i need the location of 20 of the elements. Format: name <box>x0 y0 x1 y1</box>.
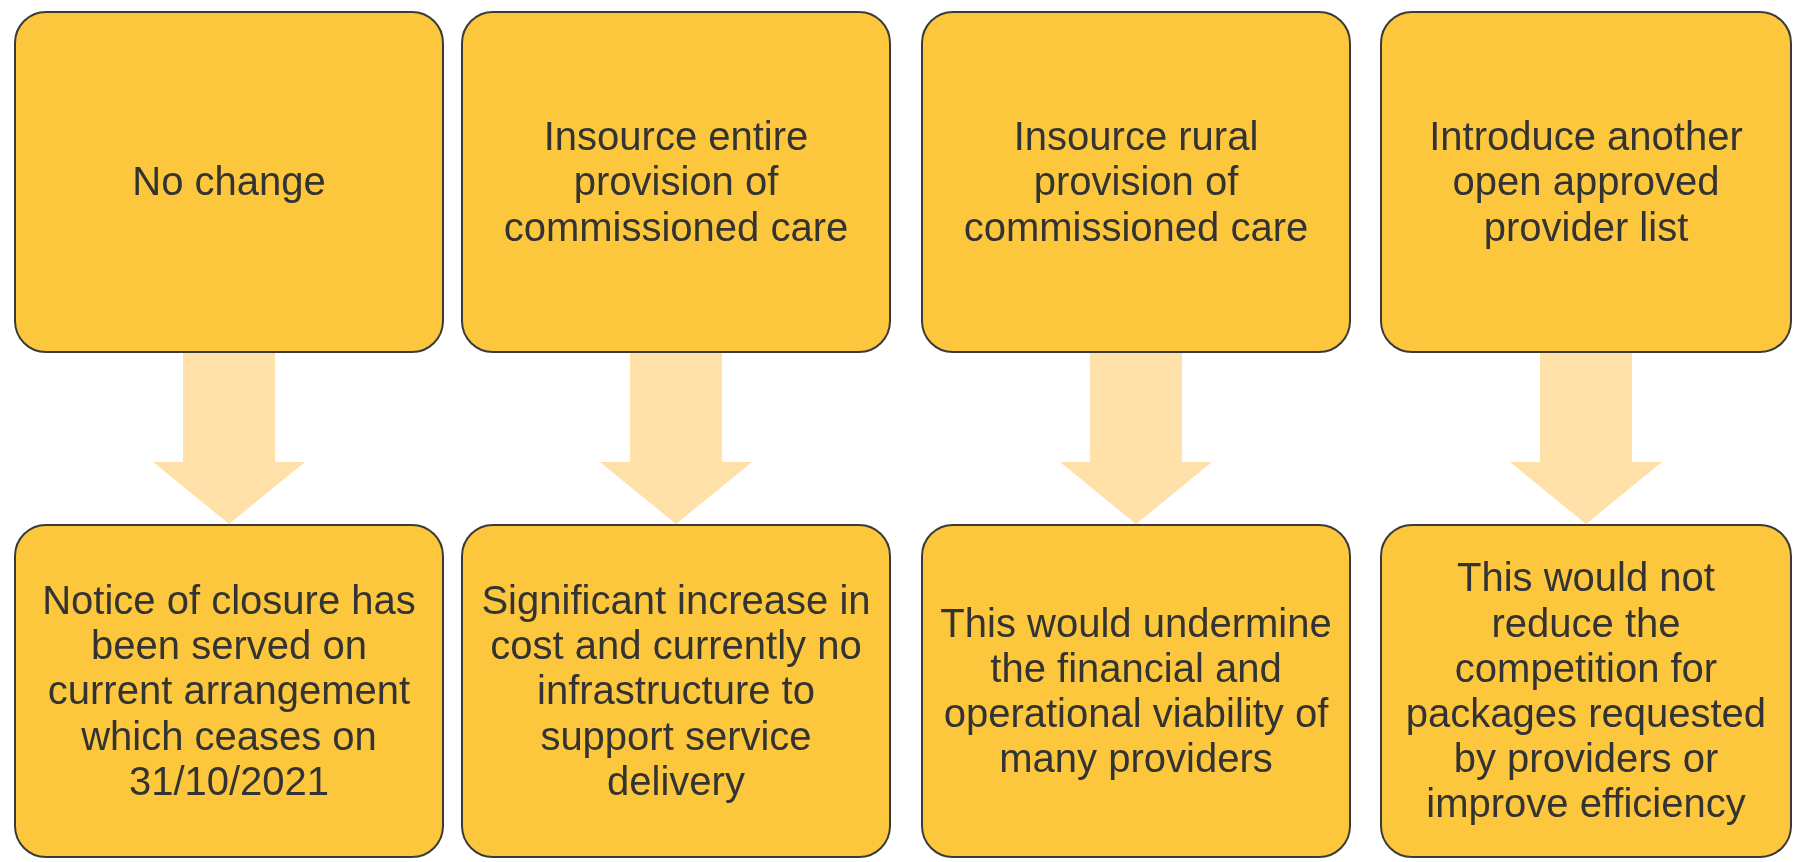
box-text: Insource entire provision of commissioned care <box>502 114 850 250</box>
outcome-box <box>921 524 1351 858</box>
block-arrow <box>153 353 305 524</box>
option-box <box>1380 11 1792 353</box>
option-box <box>14 11 444 353</box>
option-box <box>921 11 1351 353</box>
option-box <box>461 11 891 353</box>
block-arrow <box>1510 353 1662 524</box>
box-text: No change <box>132 159 326 205</box>
box-text: Introduce another open approved provider list <box>1428 114 1744 250</box>
outcome-box <box>1380 524 1792 858</box>
box-text: Insource rural provision of commissioned care <box>962 114 1310 250</box>
box-text: Significant increase in cost and currently no infrastructure to support service delivery <box>480 578 872 804</box>
box-text: This would not reduce the competition for packages requested by providers or improve efficiency <box>1404 555 1768 827</box>
block-arrow <box>1060 353 1212 524</box>
box-text: Notice of closure has been served on current arrangement which ceases on 31/10/2021 <box>41 578 417 804</box>
outcome-box <box>14 524 444 858</box>
box-text: This would undermine the financial and operational viability of many providers <box>939 600 1333 782</box>
block-arrow <box>600 353 752 524</box>
outcome-box <box>461 524 891 858</box>
